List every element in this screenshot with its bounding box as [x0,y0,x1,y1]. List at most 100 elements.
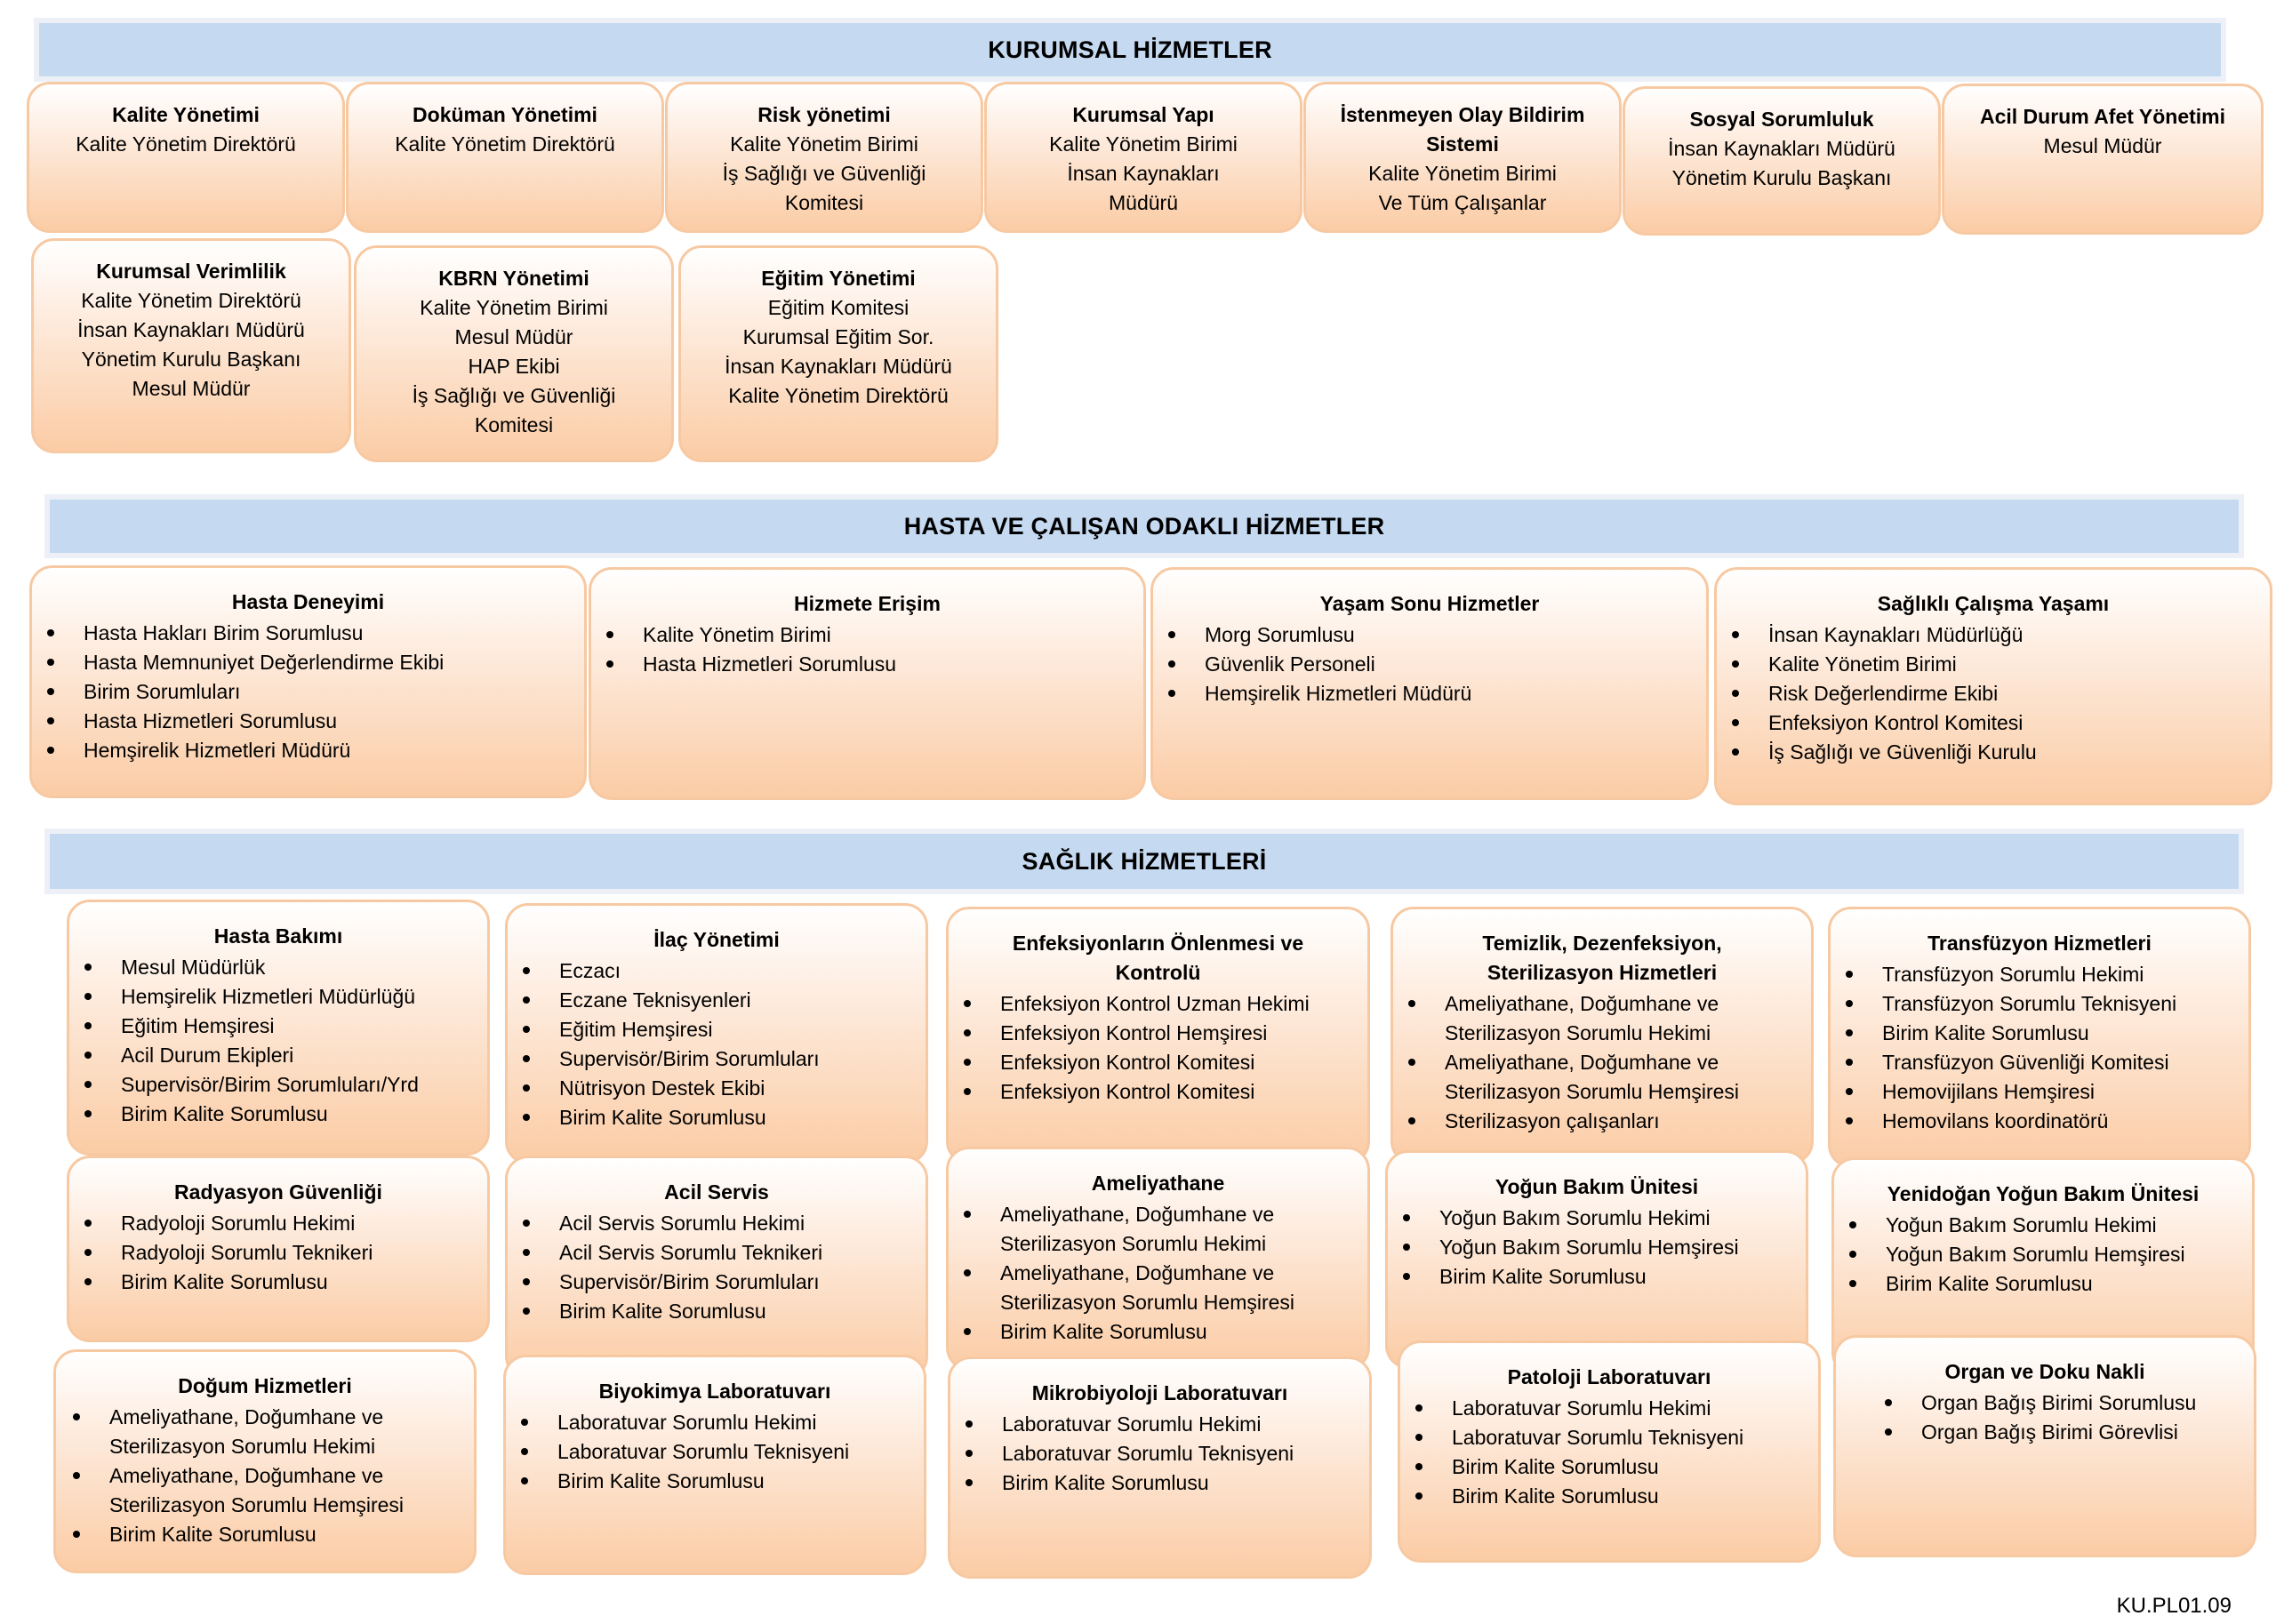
list-item: Birim Kalite Sorumlusu [523,1297,926,1326]
list-item: Birim Kalite Sorumlusu [1415,1452,1818,1482]
list-item: Morg Sorumlusu [1168,620,1706,650]
box-title: Acil Servis [664,1180,769,1204]
box-line: Kalite Yönetim Birimi [730,132,918,156]
box-line: Kalite Yönetim Birimi [1368,162,1557,185]
document-code: KU.PL01.09 [2116,1594,2232,1618]
box-line: Kalite Yönetim Birimi [420,296,608,319]
list-item: Eğitim Hemşiresi [523,1015,926,1044]
list-item: Birim Kalite Sorumlusu [84,1268,487,1297]
box-title: KBRN Yönetimi [438,267,589,290]
box-title: Risk yönetimi [757,103,891,126]
box-title: Biyokimya Laboratuvarı [598,1380,831,1403]
list-item: Laboratuvar Sorumlu Teknisyeni [966,1439,1369,1468]
list-item: Kalite Yönetim Birimi [606,620,1143,650]
box-list: Yoğun Bakım Sorumlu Hekimi Yoğun Bakım S… [1388,1204,1806,1292]
list-item: Birim Kalite Sorumlusu [1415,1482,1818,1511]
box-title: Hizmete Erişim [794,592,941,615]
box-line: İnsan Kaynakları [1067,162,1220,185]
box-list: İnsan Kaynakları Müdürlüğü Kalite Yöneti… [1717,620,2270,767]
list-item: Acil Servis Sorumlu Teknikeri [523,1238,926,1268]
saglik-box: Mikrobiyoloji Laboratuvarı Laboratuvar S… [948,1356,1372,1579]
box-list: Laboratuvar Sorumlu Hekimi Laboratuvar S… [506,1408,924,1496]
box-title: Doküman Yönetimi [413,103,597,126]
box-line: Kalite Yönetim Direktörü [76,132,296,156]
box-line: Mesul Müdür [2043,134,2162,157]
saglik-box: Yoğun Bakım Ünitesi Yoğun Bakım Sorumlu … [1385,1150,1808,1369]
kurumsal-box: KBRN Yönetimi Kalite Yönetim Birimi Mesu… [354,245,674,462]
list-item: Laboratuvar Sorumlu Hekimi [1415,1394,1818,1423]
saglik-box: Enfeksiyonların Önlenmesi ve Kontrolü En… [946,907,1370,1164]
box-title: Sağlıklı Çalışma Yaşamı [1877,592,2110,615]
box-title: Eğitim Yönetimi [761,267,916,290]
saglik-box: Acil Servis Acil Servis Sorumlu Hekimi A… [505,1156,928,1380]
list-item: Supervisör/Birim Sorumluları [523,1044,926,1074]
box-title: Kurumsal Verimlilik [96,260,286,283]
list-item: Enfeksiyon Kontrol Hemşiresi [964,1019,1367,1048]
box-line: HAP Ekibi [468,355,560,378]
box-list: Transfüzyon Sorumlu Hekimi Transfüzyon S… [1831,960,2248,1136]
list-item: Yoğun Bakım Sorumlu Hemşiresi [1403,1233,1806,1262]
box-title: Mikrobiyoloji Laboratuvarı [1031,1381,1288,1404]
saglik-box: Temizlik, Dezenfeksiyon, Sterilizasyon H… [1390,907,1814,1164]
list-item: Transfüzyon Sorumlu Hekimi [1846,960,2248,989]
box-line: Müdürü [1109,191,1178,214]
list-item: Mesul Müdürlük [84,953,487,982]
list-item: Laboratuvar Sorumlu Teknisyeni [1415,1423,1818,1452]
box-line: Yönetim Kurulu Başkanı [81,348,301,371]
list-item: Ameliyathane, Doğumhane ve Sterilizasyon… [1408,1048,1811,1107]
box-list: Organ Bağış Birimi Sorumlusu Organ Bağış… [1836,1388,2254,1447]
box-line: Mesul Müdür [454,325,573,348]
box-title: Yoğun Bakım Ünitesi [1495,1175,1699,1198]
box-title: Ameliyathane [1091,1172,1225,1195]
hasta-calisan-box: Yaşam Sonu Hizmetler Morg Sorumlusu Güve… [1150,567,1709,800]
kurumsal-box: Kurumsal Yapı Kalite Yönetim Birimi İnsa… [984,82,1302,233]
box-line: Kurumsal Eğitim Sor. [742,325,934,348]
box-title: Radyasyon Güvenliği [174,1180,382,1204]
list-item: İnsan Kaynakları Müdürlüğü [1732,620,2270,650]
box-list: Mesul Müdürlük Hemşirelik Hizmetleri Müd… [69,953,487,1129]
list-item: Laboratuvar Sorumlu Hekimi [966,1410,1369,1439]
box-line: Kalite Yönetim Direktörü [728,384,949,407]
section-header-kurumsal: KURUMSAL HİZMETLER [34,18,2226,82]
box-title: İstenmeyen Olay Bildirim Sistemi [1340,103,1585,156]
kurumsal-box: Doküman Yönetimi Kalite Yönetim Direktör… [346,82,664,233]
list-item: Ameliyathane, Doğumhane ve Sterilizasyon… [73,1403,474,1461]
box-title: Yenidoğan Yoğun Bakım Ünitesi [1887,1182,2200,1205]
list-item: Eczane Teknisyenleri [523,986,926,1015]
kurumsal-box: Acil Durum Afet Yönetimi Mesul Müdür [1942,84,2264,235]
list-item: Birim Kalite Sorumlusu [523,1103,926,1132]
list-item: Enfeksiyon Kontrol Komitesi [964,1077,1367,1107]
list-item: Enfeksiyon Kontrol Uzman Hekimi [964,989,1367,1019]
list-item: Transfüzyon Güvenliği Komitesi [1846,1048,2248,1077]
list-item: Birim Sorumluları [47,677,584,707]
box-line: Mesul Müdür [132,377,251,400]
saglik-box: İlaç Yönetimi Eczacı Eczane Teknisyenler… [505,903,928,1164]
list-item: Radyoloji Sorumlu Teknikeri [84,1238,487,1268]
saglik-box: Transfüzyon Hizmetleri Transfüzyon Sorum… [1828,907,2251,1168]
box-list: Yoğun Bakım Sorumlu Hekimi Yoğun Bakım S… [1834,1211,2252,1299]
hasta-calisan-box: Sağlıklı Çalışma Yaşamı İnsan Kaynakları… [1714,567,2272,805]
list-item: Birim Kalite Sorumlusu [966,1468,1369,1498]
box-line: İş Sağlığı ve Güvenliği [722,162,926,185]
box-line: İş Sağlığı ve Güvenliği [412,384,616,407]
section-header-saglik: SAĞLIK HİZMETLERİ [44,828,2244,894]
saglik-box: Biyokimya Laboratuvarı Laboratuvar Sorum… [503,1355,926,1575]
box-title: Kurumsal Yapı [1072,103,1214,126]
list-item: Ameliyathane, Doğumhane ve Sterilizasyon… [73,1461,474,1520]
list-item: Birim Kalite Sorumlusu [521,1467,924,1496]
hasta-calisan-box: Hizmete Erişim Kalite Yönetim Birimi Has… [589,567,1146,800]
box-title: Kalite Yönetimi [112,103,260,126]
list-item: Kalite Yönetim Birimi [1732,650,2270,679]
list-item: Enfeksiyon Kontrol Komitesi [964,1048,1367,1077]
box-title: İlaç Yönetimi [653,928,780,951]
box-line: Ve Tüm Çalışanlar [1378,191,1547,214]
list-item: Hemşirelik Hizmetleri Müdürlüğü [84,982,487,1012]
list-item: Hemşirelik Hizmetleri Müdürü [1168,679,1706,708]
list-item: Birim Kalite Sorumlusu [1849,1269,2252,1299]
box-list: Laboratuvar Sorumlu Hekimi Laboratuvar S… [1400,1394,1818,1511]
box-list: Radyoloji Sorumlu Hekimi Radyoloji Sorum… [69,1209,487,1297]
list-item: İş Sağlığı ve Güvenliği Kurulu [1732,738,2270,767]
box-title: Hasta Bakımı [213,924,343,948]
box-line: Kalite Yönetim Direktörü [81,289,301,312]
box-title: Hasta Deneyimi [231,590,385,613]
